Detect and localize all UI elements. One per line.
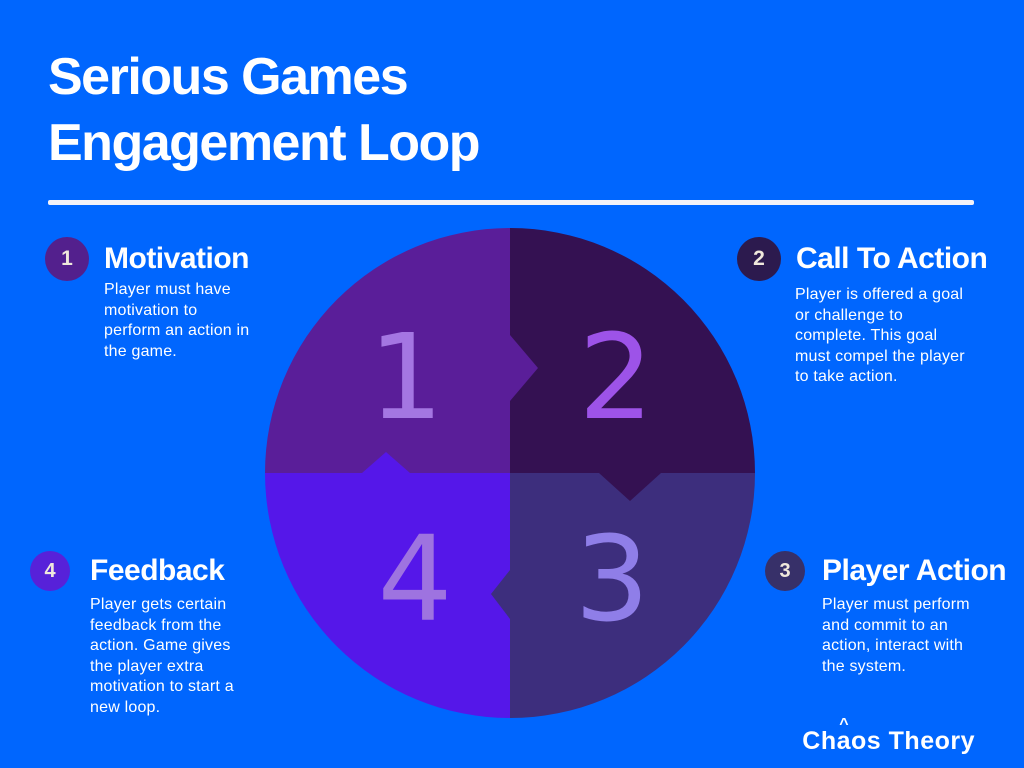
step-4-badge: 4 [30, 551, 70, 591]
step-1-title: Motivation [104, 242, 250, 275]
step-call-to-action-header: 2 Call To Action [737, 237, 1020, 281]
quadrant-3-number: 3 [574, 510, 649, 648]
step-2-badge: 2 [737, 237, 781, 281]
arrow-2-to-3-icon [599, 473, 661, 501]
quadrant-2-slice [510, 228, 755, 473]
step-feedback-header: 4 Feedback [30, 551, 310, 591]
quadrant-2-number: 2 [578, 308, 653, 446]
step-3-badge: 3 [765, 551, 805, 591]
step-feedback: 4 Feedback Player gets certain feedback … [30, 551, 310, 718]
step-4-description: Player gets certain feedback from the ac… [90, 596, 234, 716]
step-2-title: Call To Action [796, 242, 988, 275]
step-3-description: Player must perform and commit to an act… [822, 596, 970, 675]
step-4-title: Feedback [90, 554, 225, 587]
arrow-1-to-2-icon [510, 335, 538, 401]
step-motivation: 1 Motivation Player must have motivation… [45, 237, 324, 362]
step-2-description: Player is offered a goal or challenge to… [795, 286, 965, 385]
step-4-badge-number: 4 [44, 559, 56, 582]
chaos-theory-logo: Chaos Theory ^ [802, 716, 975, 756]
quadrant-3-slice [510, 473, 755, 718]
title-divider-rule [48, 200, 974, 205]
step-1-description: Player must have motivation to perform a… [104, 281, 250, 360]
step-player-action: 3 Player Action Player must perform and … [765, 551, 1024, 677]
step-1-badge-number: 1 [61, 247, 73, 270]
engagement-loop-diagram: 1 2 3 4 [265, 228, 755, 718]
quadrant-1-slice [265, 228, 510, 473]
step-call-to-action: 2 Call To Action Player is offered a goa… [737, 237, 1020, 388]
arrow-4-to-1-icon [362, 452, 410, 473]
chaos-theory-logo-text: Chaos Theory [802, 727, 975, 755]
step-1-badge: 1 [45, 237, 89, 281]
quadrant-4-number: 4 [377, 510, 452, 648]
step-3-title: Player Action [822, 554, 1007, 587]
quadrant-1-number: 1 [368, 308, 443, 446]
logo-accent-mark: ^ [839, 716, 850, 733]
step-3-badge-number: 3 [779, 559, 791, 582]
step-motivation-header: 1 Motivation [45, 237, 324, 281]
page-title: Serious Games Engagement Loop [48, 48, 481, 172]
step-player-action-header: 3 Player Action [765, 551, 1024, 591]
arrow-3-to-4-icon [491, 570, 510, 619]
step-2-badge-number: 2 [753, 247, 765, 270]
quadrant-4-slice [265, 473, 510, 718]
